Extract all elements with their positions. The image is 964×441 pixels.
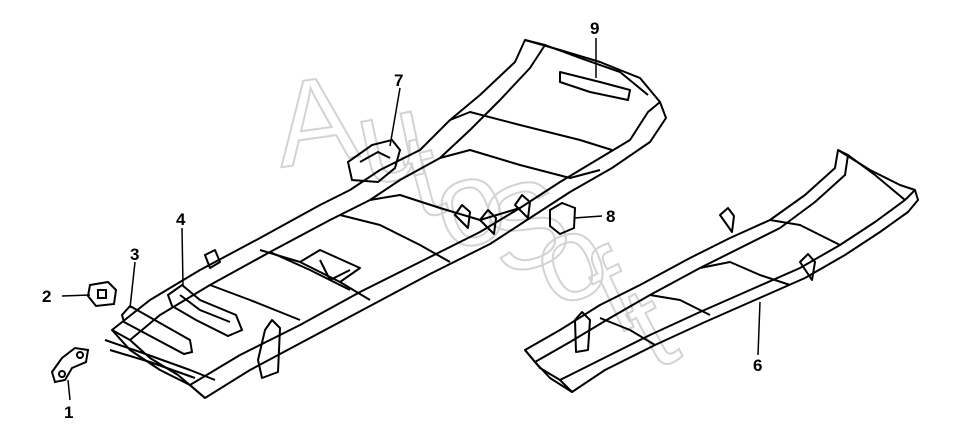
part-7-mount <box>346 138 402 184</box>
part-2-mount <box>86 280 118 308</box>
watermark-letter: A <box>266 49 364 193</box>
part-8-mount <box>549 201 577 236</box>
leader-lines <box>61 38 761 401</box>
callouts: 1 2 3 4 6 7 8 9 <box>42 19 762 422</box>
callout-7: 7 <box>394 71 403 90</box>
callout-3: 3 <box>130 245 139 264</box>
chassis-frame-assembly <box>524 149 919 393</box>
callout-8: 8 <box>606 207 615 226</box>
callout-9: 9 <box>590 19 599 38</box>
callout-1: 1 <box>64 403 73 422</box>
callout-4: 4 <box>176 210 186 229</box>
part-1-bracket <box>50 346 90 384</box>
part-4-crossmember <box>166 283 244 338</box>
callout-6: 6 <box>753 356 762 375</box>
main-chassis-frame <box>104 39 667 399</box>
callout-2: 2 <box>42 287 51 306</box>
